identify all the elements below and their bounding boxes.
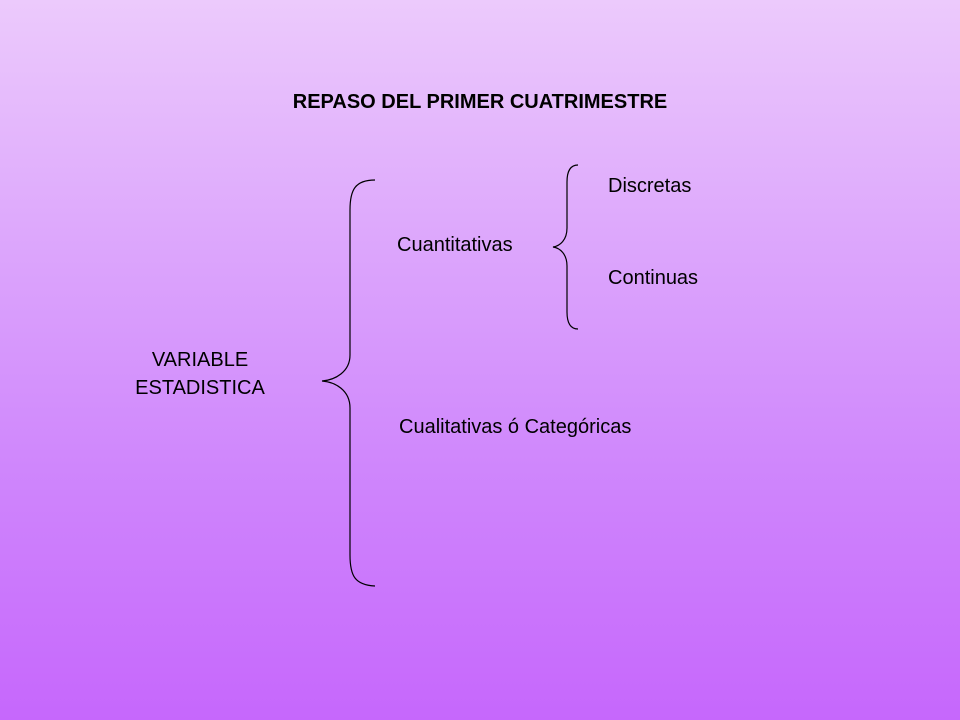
discrete-node-label: Discretas bbox=[608, 175, 692, 197]
root-node-label: VARIABLE ESTADISTICA bbox=[100, 346, 300, 402]
qualitative-node-label: Cualitativas ó Categóricas bbox=[399, 416, 632, 438]
root-label-line-1: VARIABLE bbox=[151, 349, 249, 371]
root-label-line-2: ESTADISTICA bbox=[135, 377, 265, 399]
quantitative-brace bbox=[552, 164, 579, 330]
slide-title: REPASO DEL PRIMER CUATRIMESTRE bbox=[292, 91, 668, 113]
quantitative-node-label: Cuantitativas bbox=[397, 234, 513, 256]
main-brace bbox=[321, 179, 376, 587]
continuous-node-label: Continuas bbox=[608, 267, 699, 289]
